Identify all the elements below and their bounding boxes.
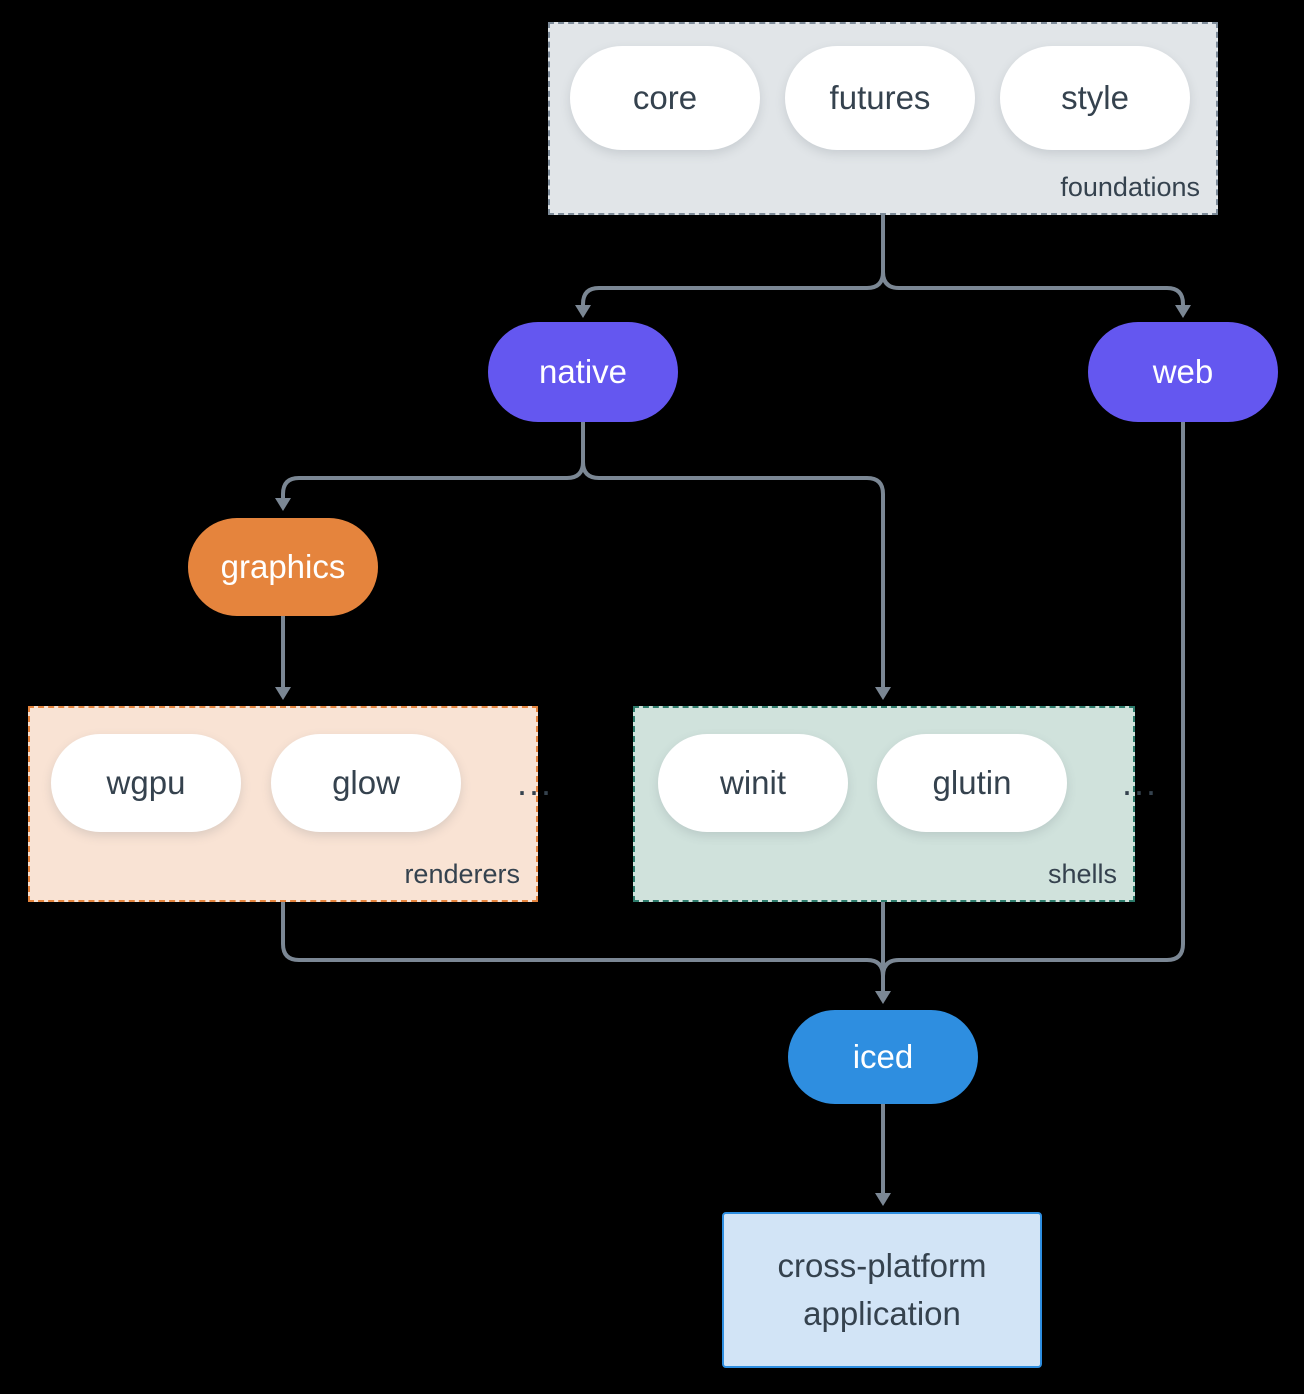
application-label-line2: application bbox=[803, 1295, 961, 1332]
node-futures-label: futures bbox=[829, 79, 931, 116]
arrowhead-graphics bbox=[275, 498, 291, 511]
node-wgpu-label: wgpu bbox=[106, 764, 186, 801]
application-label-line1: cross-platform bbox=[777, 1247, 987, 1285]
node-glutin-label: glutin bbox=[932, 764, 1012, 801]
connector-renderers-iced bbox=[281, 902, 885, 977]
node-core: core bbox=[570, 46, 760, 150]
foundations-group: core futures style foundations bbox=[548, 22, 1218, 215]
node-style-label: style bbox=[1061, 79, 1129, 116]
node-glutin: glutin bbox=[877, 734, 1067, 832]
renderers-group: wgpu glow ... renderers bbox=[28, 706, 551, 902]
node-native-label: native bbox=[538, 353, 628, 390]
renderers-pill-row: wgpu glow ... bbox=[51, 734, 553, 832]
node-iced-label: iced bbox=[852, 1038, 914, 1075]
renderers-group-label: renderers bbox=[404, 859, 520, 889]
connector-foundations-native bbox=[581, 215, 885, 305]
node-cross-platform-application: cross-platform application bbox=[722, 1212, 1042, 1368]
shells-group-label: shells bbox=[1047, 859, 1117, 889]
connector-native-shells bbox=[581, 422, 885, 687]
node-graphics: graphics bbox=[188, 518, 378, 616]
node-web-label: web bbox=[1152, 353, 1214, 390]
node-winit-label: winit bbox=[719, 764, 787, 801]
connector-native-graphics bbox=[281, 422, 585, 498]
node-web: web bbox=[1088, 322, 1278, 422]
arrowhead-iced bbox=[875, 991, 891, 1004]
connector-foundations-web bbox=[881, 215, 1185, 305]
arrowhead-renderers bbox=[275, 687, 291, 700]
node-futures: futures bbox=[785, 46, 975, 150]
shells-pill-row: winit glutin ... bbox=[658, 734, 1158, 832]
foundations-group-label: foundations bbox=[1060, 172, 1200, 202]
arrowhead-shells bbox=[875, 687, 891, 700]
renderers-ellipsis: ... bbox=[517, 762, 554, 803]
node-style: style bbox=[1000, 46, 1190, 150]
node-native: native bbox=[488, 322, 678, 422]
arrowhead-application bbox=[875, 1193, 891, 1206]
node-iced: iced bbox=[788, 1010, 978, 1104]
arrowhead-web bbox=[1175, 305, 1191, 318]
shells-ellipsis: ... bbox=[1122, 762, 1159, 803]
shells-group: winit glutin ... shells bbox=[633, 706, 1156, 902]
node-glow-label: glow bbox=[332, 764, 400, 801]
node-winit: winit bbox=[658, 734, 848, 832]
node-graphics-label: graphics bbox=[220, 548, 346, 585]
arrowhead-native bbox=[575, 305, 591, 318]
node-wgpu: wgpu bbox=[51, 734, 241, 832]
foundations-pill-row: core futures style bbox=[570, 46, 1190, 150]
node-core-label: core bbox=[632, 79, 698, 116]
node-glow: glow bbox=[271, 734, 461, 832]
